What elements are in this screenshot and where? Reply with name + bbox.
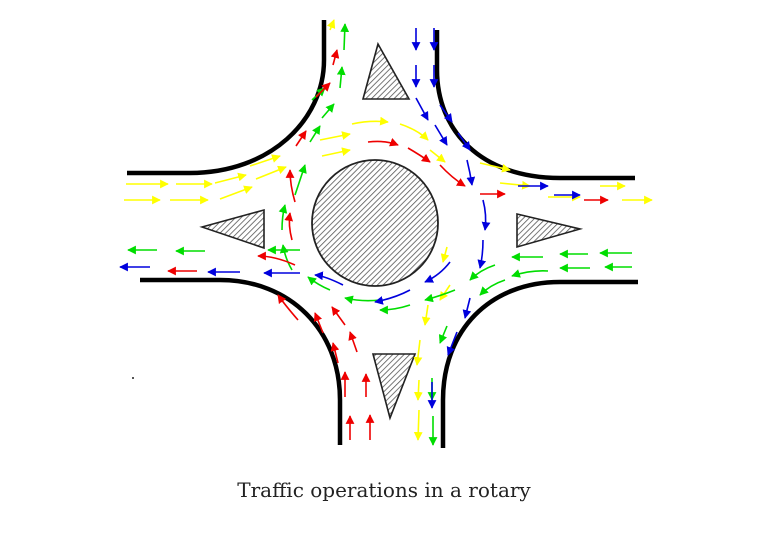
central-island (311, 159, 439, 287)
red-flow-arrows (167, 49, 609, 440)
yellow-flow-arrows (124, 19, 653, 441)
splitter-island-west (199, 208, 265, 250)
road-edge-northwest (127, 20, 327, 176)
stray-dot (132, 377, 134, 379)
splitter-island-north (361, 41, 411, 100)
splitter-island-east (516, 212, 584, 249)
road-edge-southwest (140, 277, 343, 445)
diagram-caption: Traffic operations in a rotary (237, 478, 531, 502)
splitter-island-south (371, 353, 417, 421)
blue-flow-arrows (119, 28, 581, 409)
road-edge-southeast (440, 279, 638, 448)
road-edge-northeast (434, 30, 635, 181)
